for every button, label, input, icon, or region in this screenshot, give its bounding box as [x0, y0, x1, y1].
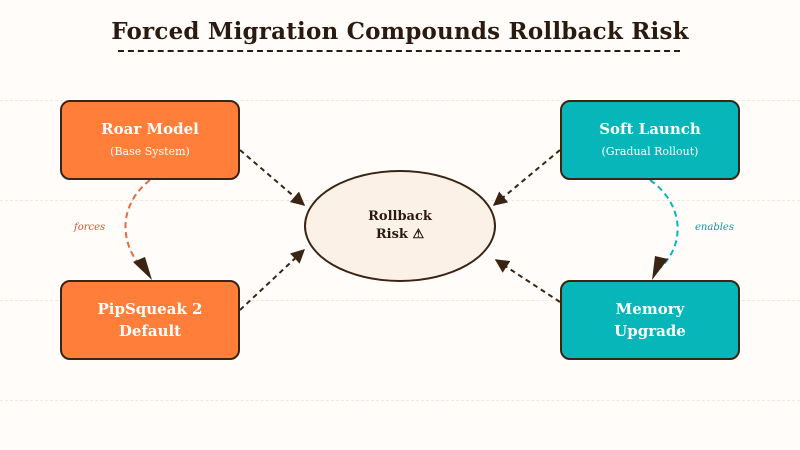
- node-title: Roar Model: [101, 120, 199, 138]
- node-title: Soft Launch: [599, 120, 701, 138]
- edge-memory-to-rollback: [494, 259, 561, 303]
- edge-forces-arrowhead: [133, 257, 152, 280]
- diagram-title: Forced Migration Compounds Rollback Risk: [111, 18, 689, 45]
- node-line-1: Memory: [615, 300, 685, 318]
- edge-label-forces: forces: [74, 222, 106, 233]
- node-line-1: PipSqueak 2: [97, 300, 203, 318]
- node-pipsqueak-default[interactable]: PipSqueak 2 Default: [60, 280, 240, 360]
- node-line-2: Upgrade: [614, 322, 686, 340]
- edge-roar-to-rollback: [239, 149, 306, 206]
- edge-pipsqueak-to-rollback: [239, 249, 306, 311]
- center-line-2: Risk ⚠: [375, 227, 425, 242]
- background-gridline: [0, 300, 800, 301]
- background-gridline: [0, 400, 800, 401]
- edge-forces-curve: [124, 179, 151, 273]
- node-roar-model[interactable]: Roar Model (Base System): [60, 100, 240, 180]
- edge-label-enables: enables: [695, 222, 734, 233]
- edge-softlaunch-to-rollback: [492, 149, 561, 206]
- node-memory-upgrade[interactable]: Memory Upgrade: [560, 280, 740, 360]
- title-underline: [118, 50, 680, 52]
- edge-enables-curve: [649, 179, 679, 269]
- node-soft-launch[interactable]: Soft Launch (Gradual Rollout): [560, 100, 740, 180]
- node-rollback-risk[interactable]: Rollback Risk ⚠: [304, 170, 496, 282]
- node-line-2: Default: [118, 322, 182, 340]
- center-line-1: Rollback: [368, 209, 432, 224]
- node-subtitle: (Base System): [110, 145, 190, 158]
- edge-enables-arrowhead: [652, 256, 668, 280]
- node-subtitle: (Gradual Rollout): [601, 145, 699, 158]
- background-gridline: [0, 100, 800, 101]
